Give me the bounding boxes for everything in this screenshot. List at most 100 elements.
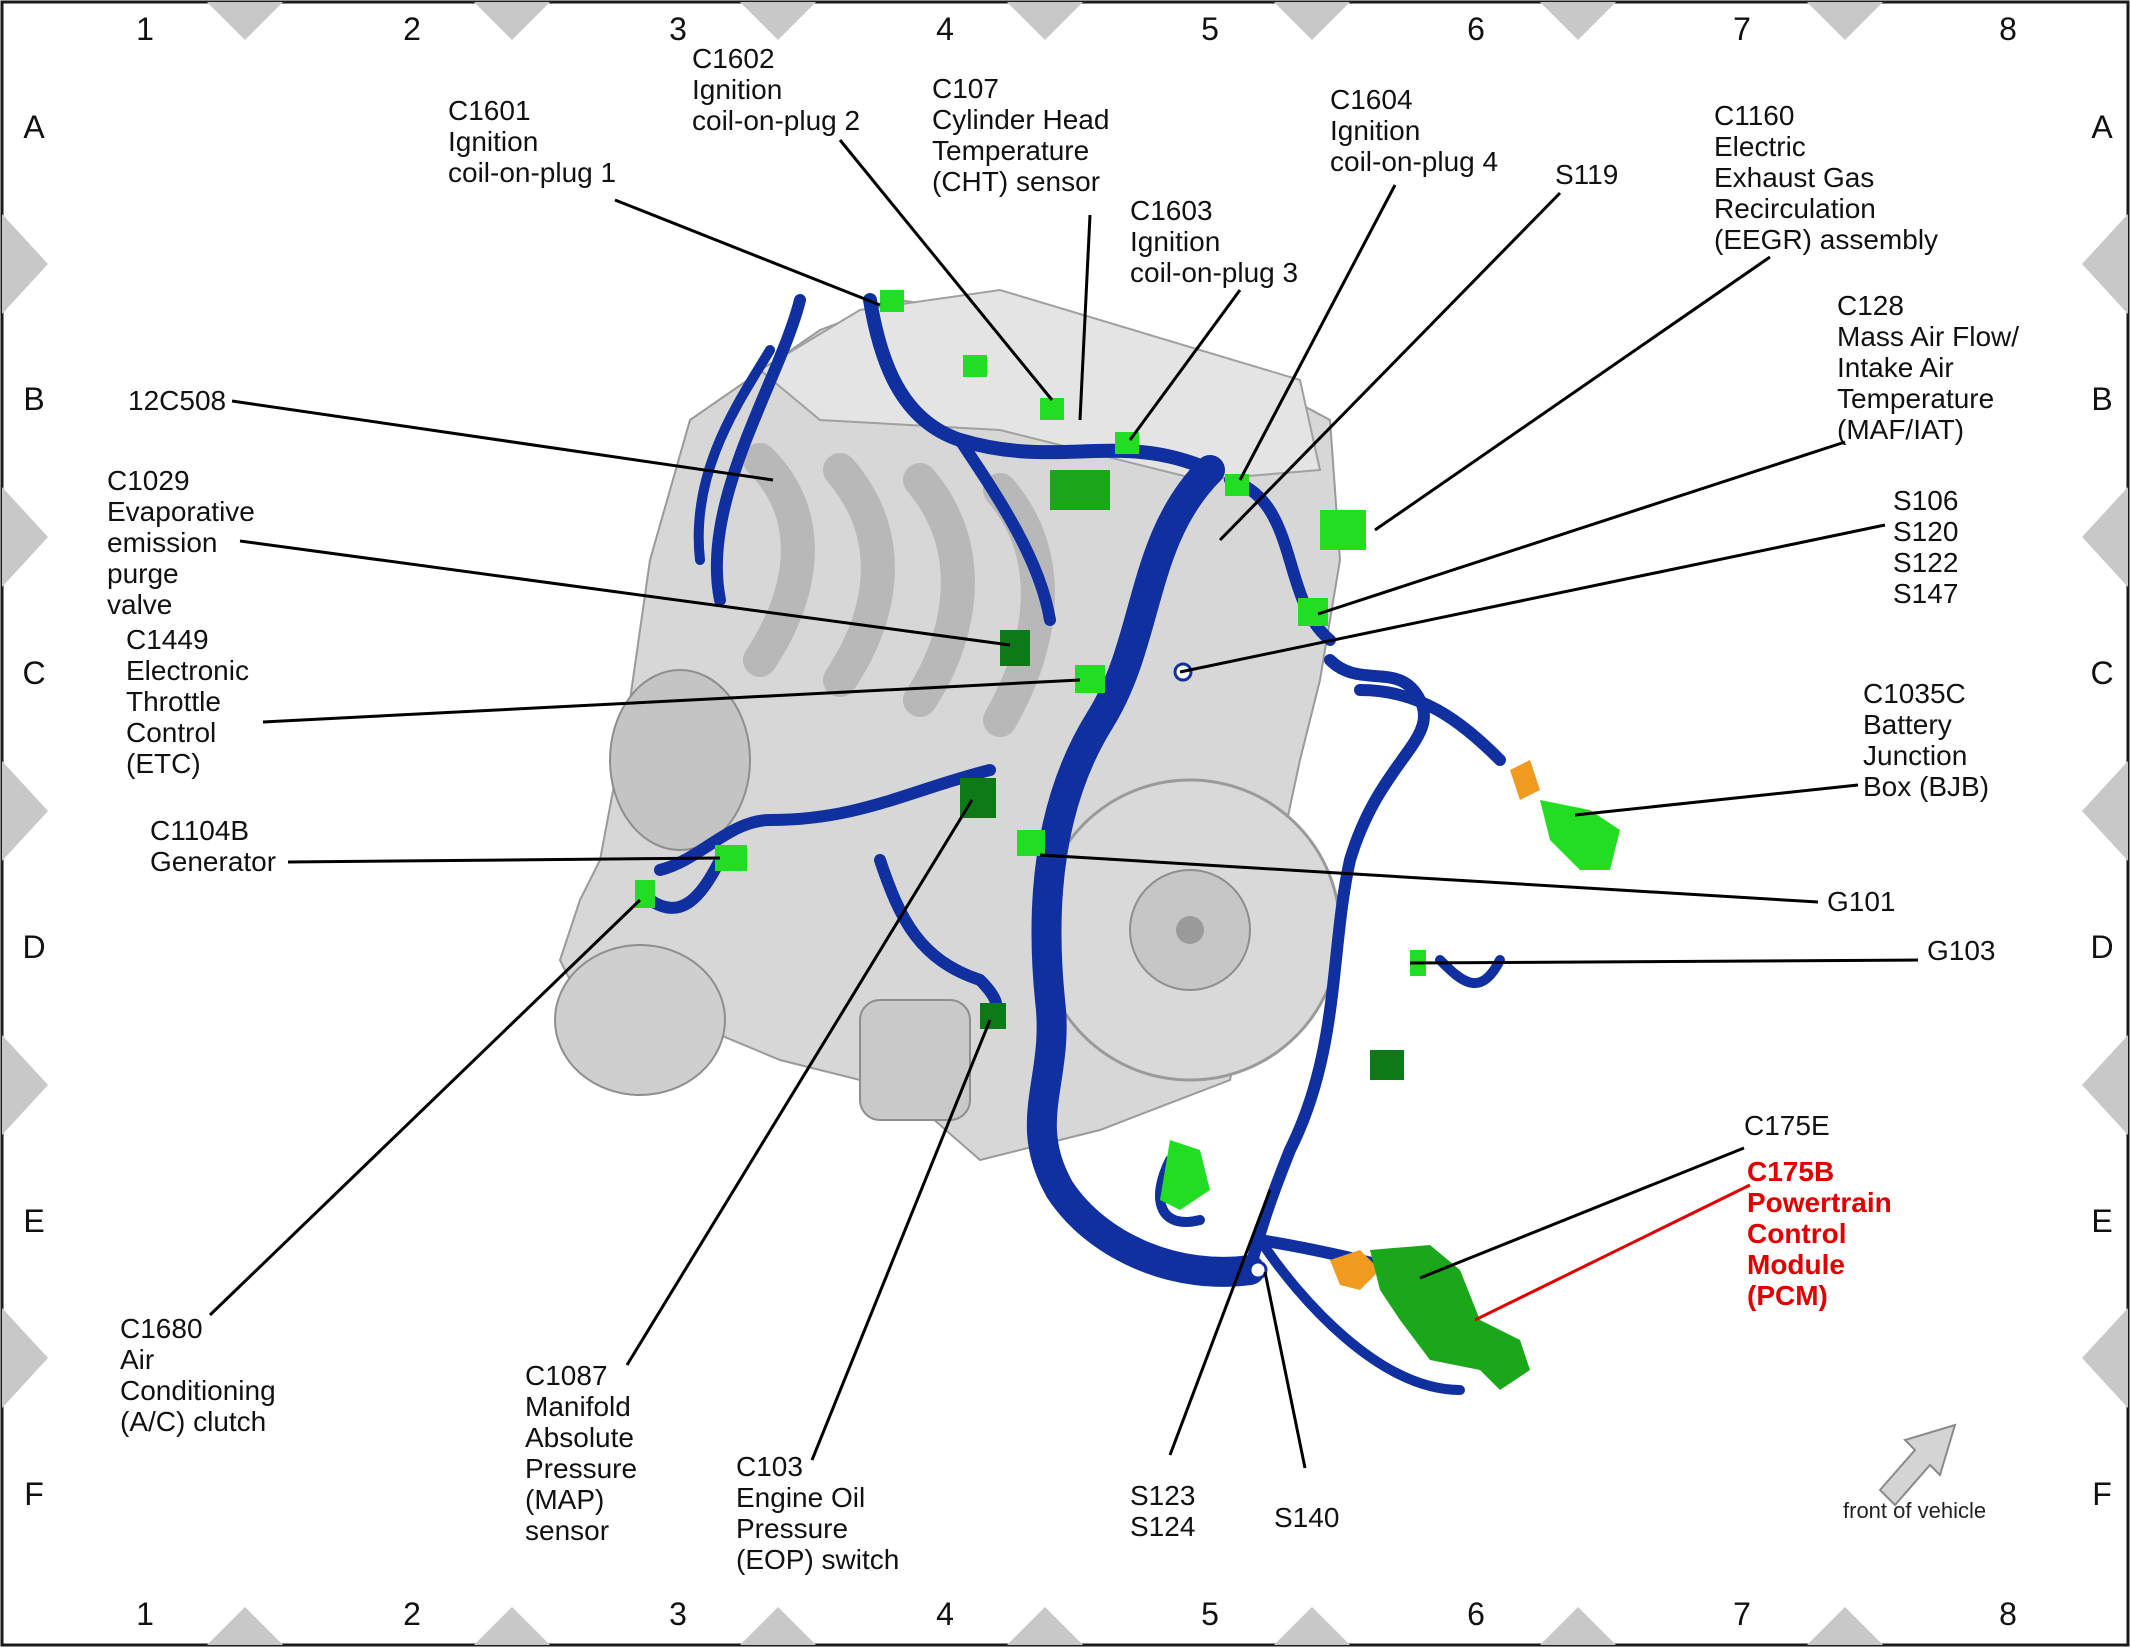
border-notch-left (2, 761, 48, 861)
leader-line-c128 (1317, 440, 1846, 616)
intake-manifold (743, 443, 1055, 737)
border-notch-right (2082, 1035, 2128, 1135)
callout-c175b-line: C175B (1747, 1156, 1834, 1187)
grid-row-label-right: F (2092, 1476, 2112, 1512)
wiring-harness (644, 293, 1506, 1395)
callout-c175b-line: Module (1747, 1249, 1845, 1280)
callout-c1029-line: valve (107, 589, 172, 620)
callout-c107-line: C107 (932, 73, 999, 104)
callout-c1603-line: Ignition (1130, 226, 1220, 257)
connector-c1601 (880, 290, 904, 312)
callout-c1087-line: Manifold (525, 1391, 631, 1422)
grid-column-label-bottom: 7 (1733, 1596, 1751, 1632)
border-notch-left (2, 487, 48, 587)
callout-c1160-line: Exhaust Gas (1714, 162, 1874, 193)
callout-c175b-line: Powertrain (1747, 1187, 1892, 1218)
front-arrow-icon (1878, 1423, 1957, 1507)
grid-column-label-top: 5 (1201, 11, 1219, 47)
grid-column-label-bottom: 3 (669, 1596, 687, 1632)
callout-s106-line: S147 (1893, 578, 1958, 609)
grid-column-label-top: 7 (1733, 11, 1751, 47)
harness-connectors (635, 290, 1620, 1390)
leader-line-c1601 (614, 198, 881, 307)
callout-c1160-line: Recirculation (1714, 193, 1876, 224)
front-of-vehicle-label: front of vehicle (1843, 1498, 1986, 1523)
leader-line-12c508 (231, 399, 774, 482)
callout-c1035c-line: Junction (1863, 740, 1967, 771)
grid-column-label-bottom: 5 (1201, 1596, 1219, 1632)
callout-s119-line: S119 (1555, 159, 1618, 190)
callout-g101-line: G101 (1827, 886, 1896, 917)
connector-c175-aux (1160, 1140, 1210, 1210)
callout-c1680-line: (A/C) clutch (120, 1406, 266, 1437)
callout-c128-line: Mass Air Flow/ (1837, 321, 2019, 352)
callout-c1603-line: C1603 (1130, 195, 1213, 226)
connector-c175e-plug (1330, 1250, 1380, 1290)
connector-c103 (980, 1003, 1006, 1029)
leader-line-s140 (1263, 1271, 1307, 1469)
callout-c103-line: Pressure (736, 1513, 848, 1544)
throttle-body (609, 669, 751, 851)
grid-row-label-right: B (2091, 381, 2112, 417)
callout-c103-line: Engine Oil (736, 1482, 865, 1513)
callout-c1680-line: Air (120, 1344, 154, 1375)
connector-s123-branch (1370, 1050, 1404, 1080)
grid-column-label-bottom: 6 (1467, 1596, 1485, 1632)
callout-c1602-line: C1602 (692, 43, 775, 74)
grid-column-label-top: 1 (136, 11, 154, 47)
callout-c1029-line: Evaporative (107, 496, 255, 527)
connector-c1602 (963, 355, 987, 377)
callout-c1029-line: C1029 (107, 465, 190, 496)
callout-c1087-line: Absolute (525, 1422, 634, 1453)
border-notch-bottom (740, 1607, 816, 1645)
border-notch-top (207, 2, 283, 40)
grid-row-label-left: A (23, 109, 45, 145)
leader-line-g103 (1409, 958, 1919, 965)
callout-c128-line: Intake Air (1837, 352, 1954, 383)
connector-c107 (1040, 398, 1064, 420)
callout-c1035c-line: Box (BJB) (1863, 771, 1989, 802)
callout-c175b-line: (PCM) (1747, 1280, 1828, 1311)
border-notch-top (740, 2, 816, 40)
connector-harness-center (1050, 470, 1110, 510)
callout-c128-line: (MAF/IAT) (1837, 414, 1964, 445)
leader-line-s119 (1218, 191, 1562, 542)
grid-column-label-bottom: 8 (1999, 1596, 2017, 1632)
leader-line-c1035c (1574, 783, 1859, 817)
border-notch-top (1807, 2, 1883, 40)
leader-line-s123 (1168, 1189, 1272, 1456)
callout-s140-line: S140 (1274, 1502, 1339, 1533)
grid-column-label-bottom: 2 (403, 1596, 421, 1632)
callout-c1160-line: C1160 (1714, 100, 1794, 131)
border-notch-bottom (1540, 1607, 1616, 1645)
flywheel-center (1176, 916, 1204, 944)
leader-line-c1680 (208, 898, 642, 1317)
border-notch-bottom (1007, 1607, 1083, 1645)
callout-c175b-line: Control (1747, 1218, 1847, 1249)
connector-c1029 (1000, 630, 1030, 666)
callout-c1602-line: Ignition (692, 74, 782, 105)
callout-s123-line: S124 (1130, 1511, 1195, 1542)
callout-c1087-line: sensor (525, 1515, 609, 1546)
callout-c1602-line: coil-on-plug 2 (692, 105, 860, 136)
callout-s106-line: S122 (1893, 547, 1958, 578)
callout-c1601-line: C1601 (448, 95, 531, 126)
callout-c1604-line: Ignition (1330, 115, 1420, 146)
callout-g103-line: G103 (1927, 935, 1996, 966)
border-notch-bottom (1274, 1607, 1350, 1645)
callout-c1449-line: (ETC) (126, 748, 201, 779)
callout-12c508-line: 12C508 (128, 385, 226, 416)
callout-c107-line: Cylinder Head (932, 104, 1109, 135)
callout-c1680-line: Conditioning (120, 1375, 276, 1406)
